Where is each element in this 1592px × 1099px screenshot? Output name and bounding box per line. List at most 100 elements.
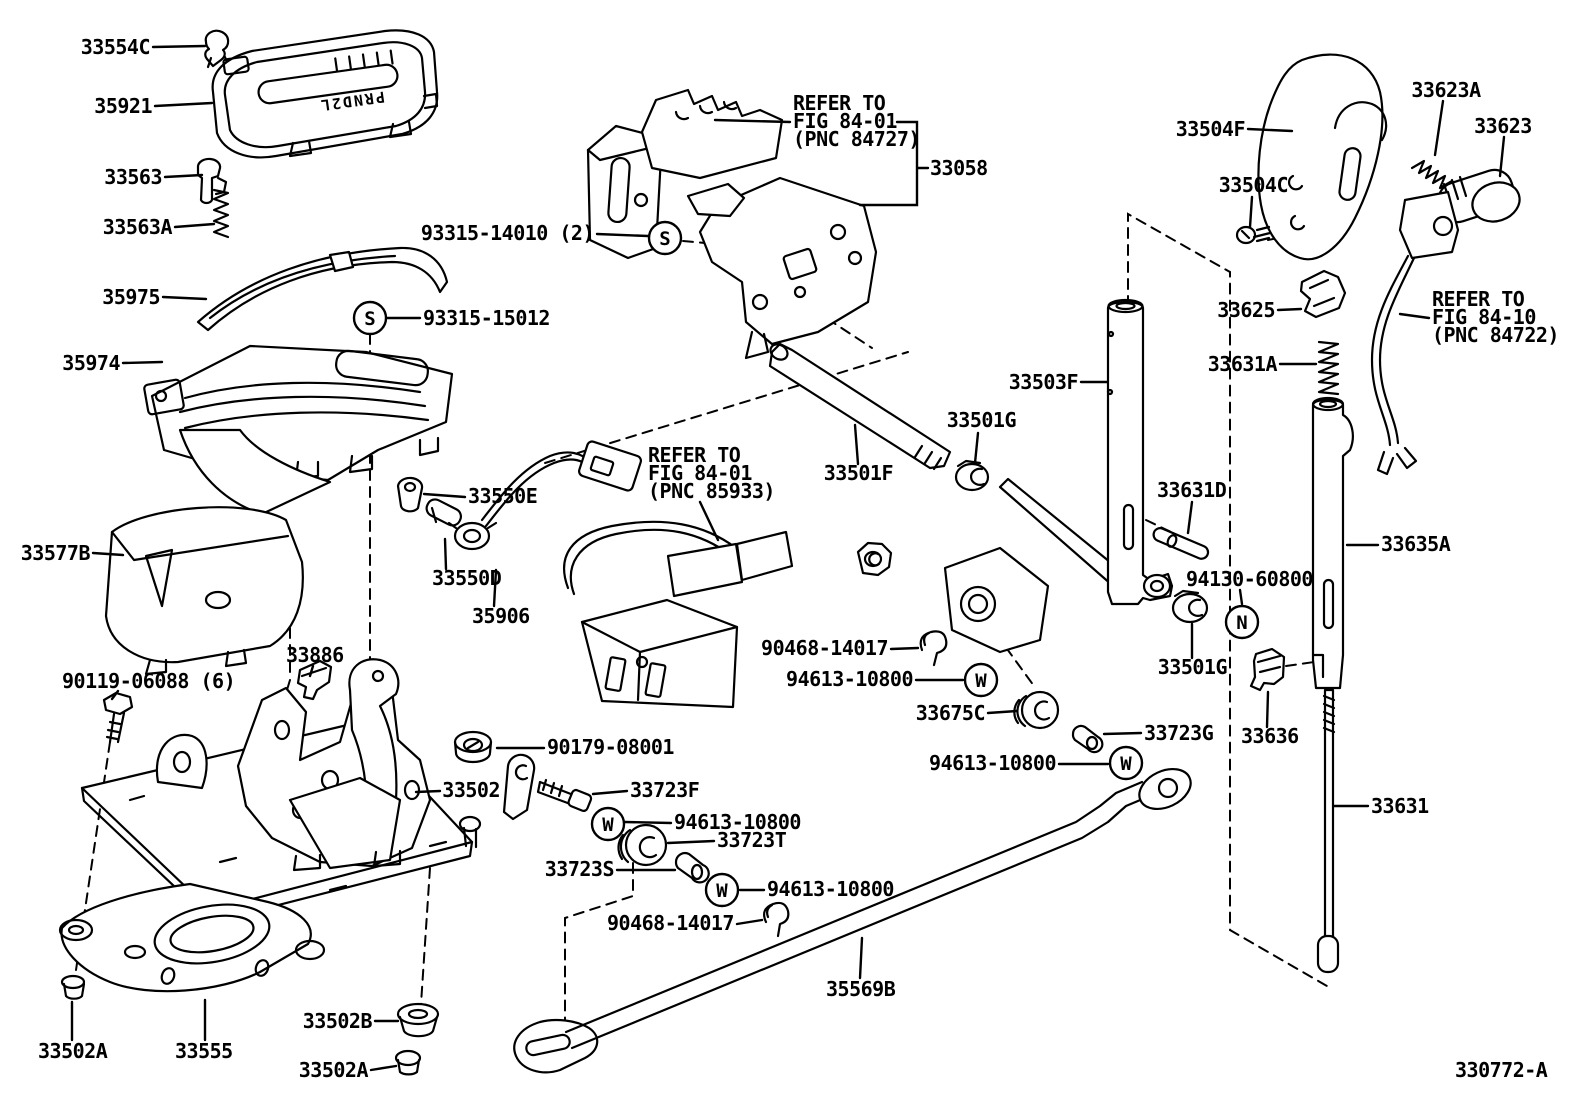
part-35906-socket-wire <box>447 440 642 551</box>
part-label-90468-14017-1: 90468-14017 <box>761 636 888 660</box>
part-label-33563: 33563 <box>104 165 162 189</box>
part-label-33502: 33502 <box>442 778 500 802</box>
part-33504f-knob <box>1257 53 1388 261</box>
note-line: REFER TO <box>648 443 741 467</box>
part-label-93315-14010: 93315-14010 (2) <box>421 221 594 245</box>
note-line: FIG 84-01 <box>793 109 897 133</box>
part-label-94613-10800-2: 94613-10800 <box>929 751 1056 775</box>
note-refer-fig-84-10-pnc-84722: REFER TO FIG 84-10 (PNC 84722) <box>1432 287 1559 347</box>
symbol-letter: S <box>364 308 375 330</box>
part-label-33675c: 33675C <box>916 701 985 725</box>
part-label-33504c: 33504C <box>1219 173 1288 197</box>
symbol-letter: S <box>659 228 670 250</box>
part-label-33550e: 33550E <box>468 484 537 508</box>
symbol-letter: W <box>1120 753 1132 775</box>
part-35569b-rod <box>513 767 1192 1074</box>
symbol-S-screw-2: S <box>352 300 388 336</box>
part-35974-housing <box>143 344 454 516</box>
part-33501g-bushing-upper <box>954 459 990 492</box>
symbol-W-washer-4: W <box>704 872 740 908</box>
part-label-33577b: 33577B <box>21 541 91 565</box>
symbol-W-washer-1: W <box>963 662 999 698</box>
part-label-33555: 33555 <box>175 1039 233 1063</box>
part-33502-lever-bracket <box>155 658 432 872</box>
part-33502-link <box>502 753 536 821</box>
part-label-33623a: 33623A <box>1411 78 1481 102</box>
part-33502a-grommet-left <box>60 974 86 1000</box>
part-label-33563a: 33563A <box>103 215 173 239</box>
part-label-33886: 33886 <box>286 643 344 667</box>
part-label-33631: 33631 <box>1371 794 1429 818</box>
part-label-33554c: 33554C <box>81 35 150 59</box>
part-label-94613-10800-1: 94613-10800 <box>786 667 913 691</box>
part-label-35974: 35974 <box>62 351 120 375</box>
part-label-33501g-1: 33501G <box>947 408 1017 432</box>
part-label-35921: 35921 <box>94 94 152 118</box>
part-33501f-rod <box>768 342 952 471</box>
part-33504c-screw <box>1235 225 1272 245</box>
leader-lines <box>70 44 1506 1072</box>
part-label-33723s: 33723S <box>545 857 614 881</box>
part-33502b-grommet <box>396 1002 440 1038</box>
note-refer-fig-84-01-pnc-85933: REFER TO FIG 84-01 (PNC 85933) <box>648 443 775 503</box>
part-label-33504f: 33504F <box>1176 117 1245 141</box>
part-33625-detent <box>1299 269 1347 319</box>
part-label-90179-08001: 90179-08001 <box>547 735 674 759</box>
note-line: FIG 84-01 <box>648 461 752 485</box>
part-label-33550d: 33550D <box>432 566 502 590</box>
note-refer-fig-84-01-pnc-84727: REFER TO FIG 84-01 (PNC 84727) <box>793 91 920 151</box>
part-label-93315-15012: 93315-15012 <box>423 306 550 330</box>
symbol-N-nut: N <box>1224 604 1260 640</box>
note-line: (PNC 85933) <box>648 479 775 503</box>
part-90119-bolt <box>102 691 134 744</box>
part-90468-clip-lower <box>763 901 790 938</box>
part-label-90119-06088: 90119-06088 (6) <box>62 669 235 693</box>
part-labels: 33554C 35921 33563 33563A 35975 93315-15… <box>21 35 1549 1082</box>
part-hex-nut-floating <box>856 541 893 577</box>
part-label-35975: 35975 <box>102 285 160 309</box>
part-33635a-tube <box>1311 396 1354 690</box>
part-label-33502a-2: 33502A <box>299 1058 369 1082</box>
part-label-33503f: 33503F <box>1009 370 1078 394</box>
symbol-letter: W <box>716 880 728 902</box>
part-33623-knob-button <box>1437 168 1521 224</box>
part-label-94613-10800-3: 94613-10800 <box>674 810 801 834</box>
part-33554c-clip <box>204 29 230 69</box>
part-33577b-cover <box>104 506 304 676</box>
part-label-94130-60800: 94130-60800 <box>1186 567 1313 591</box>
symbol-W-washer-2: W <box>1108 745 1144 781</box>
part-33723t-grommet <box>617 823 668 867</box>
note-line: (PNC 84722) <box>1432 323 1559 347</box>
part-33501g-bushing-lower <box>1171 589 1209 624</box>
symbol-letter: W <box>975 670 987 692</box>
part-90179-nut <box>453 730 493 764</box>
part-label-33501g-2: 33501G <box>1158 655 1228 679</box>
part-33723s-collar <box>674 851 710 884</box>
symbol-letter: W <box>602 814 614 836</box>
part-key-interlock-unit <box>586 88 784 260</box>
part-label-33058: 33058 <box>930 156 988 180</box>
part-stud-bolt-small <box>458 815 482 849</box>
figure-code: 330772-A <box>1455 1058 1548 1082</box>
part-harness-85933 <box>563 520 794 709</box>
part-label-33723f: 33723F <box>630 778 699 802</box>
symbol-W-washer-3: W <box>590 806 626 842</box>
part-33723g-collar <box>1071 724 1104 754</box>
part-label-33625: 33625 <box>1217 298 1275 322</box>
part-label-33502b: 33502B <box>303 1009 373 1033</box>
part-label-33635a: 33635A <box>1381 532 1451 556</box>
part-33563a-spring <box>212 188 230 239</box>
part-label-33631a: 33631A <box>1208 352 1278 376</box>
part-label-33623: 33623 <box>1474 114 1532 138</box>
note-line: FIG 84-10 <box>1432 305 1536 329</box>
part-label-90468-14017-2: 90468-14017 <box>607 911 734 935</box>
part-33636-clip <box>1249 647 1286 692</box>
part-33631d-pin <box>1152 527 1210 560</box>
part-33550d-bulb <box>425 498 463 527</box>
part-33623a-spring <box>1410 159 1454 190</box>
part-label-33631d: 33631D <box>1157 478 1227 502</box>
part-label-35906: 35906 <box>472 604 530 628</box>
part-33675c-bushing <box>1013 690 1060 730</box>
part-33631a-spring <box>1317 340 1340 396</box>
